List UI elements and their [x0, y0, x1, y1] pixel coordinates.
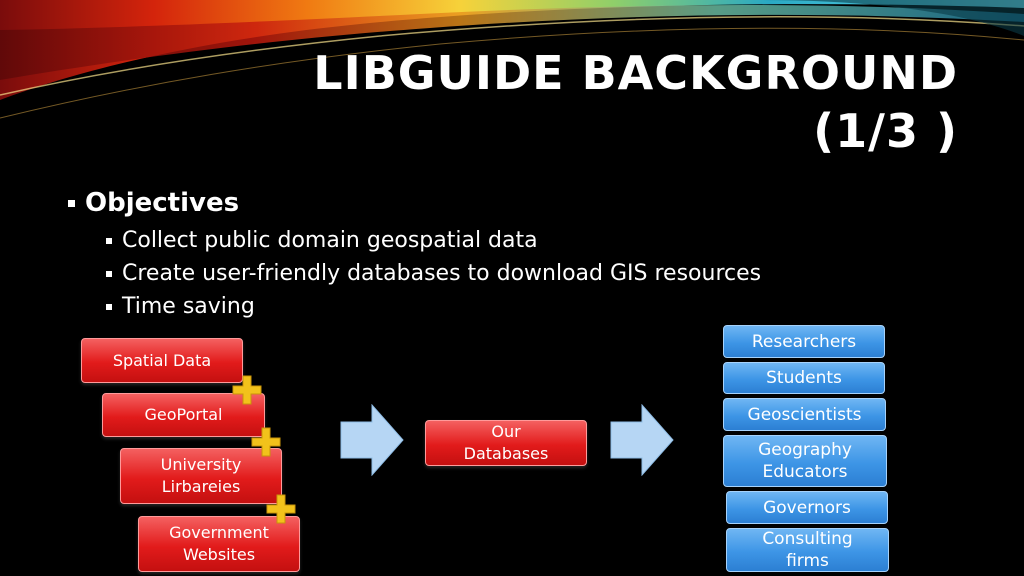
right-arrow-icon — [340, 404, 404, 476]
source-label: Spatial Data — [112, 350, 212, 370]
list-item: Collect public domain geospatial data — [106, 224, 761, 257]
plus-icon — [266, 494, 296, 524]
list-item-text: Collect public domain geospatial data — [122, 228, 538, 253]
source-label-line-1: Government — [169, 523, 269, 542]
audience-students-box: Students — [723, 362, 885, 394]
our-databases-box: Our Databases — [425, 420, 587, 466]
slide-title: LIBGUIDE BACKGROUND (1/3 ) — [313, 44, 958, 160]
list-item-text: Create user-friendly databases to downlo… — [122, 261, 762, 286]
objectives-heading: Objectives — [85, 188, 240, 218]
audience-label: Governors — [763, 497, 851, 518]
audience-geoscientists-box: Geoscientists — [723, 398, 886, 431]
list-item: Time saving — [106, 290, 761, 323]
audience-label-line-2: firms — [786, 551, 829, 571]
bullet-square-icon — [106, 303, 112, 310]
source-government-box: Government Websites — [138, 516, 300, 572]
source-label-line-1: University — [160, 455, 242, 474]
source-label-line-2: Lirbareies — [161, 477, 241, 496]
bullet-square-icon — [106, 237, 112, 244]
plus-icon — [251, 427, 281, 457]
source-geoportal-box: GeoPortal — [102, 393, 265, 437]
source-label-line-2: Websites — [182, 545, 256, 564]
bullet-square-icon — [106, 270, 112, 277]
bullet-square-icon — [68, 199, 75, 207]
objectives-heading-row: Objectives — [68, 188, 761, 218]
audience-governors-box: Governors — [726, 491, 888, 524]
audience-label-line-2: Educators — [762, 462, 848, 482]
objectives-list: Objectives Collect public domain geospat… — [68, 188, 761, 323]
title-line-1: LIBGUIDE BACKGROUND — [313, 46, 958, 100]
audience-label-line-1: Consulting — [762, 529, 853, 549]
audience-geography-educators-box: Geography Educators — [723, 435, 887, 487]
plus-icon — [232, 375, 262, 405]
source-spatial-data-box: Spatial Data — [81, 338, 243, 383]
audience-label: Researchers — [751, 331, 857, 352]
audience-label: Students — [766, 368, 842, 388]
audience-label: Geoscientists — [747, 404, 862, 425]
title-line-2: (1/3 ) — [813, 104, 958, 158]
center-label-line-1: Our — [491, 422, 521, 441]
audience-consulting-firms-box: Consulting firms — [726, 528, 889, 572]
right-arrow-icon — [610, 404, 674, 476]
audience-researchers-box: Researchers — [723, 325, 885, 358]
source-label: GeoPortal — [144, 405, 223, 424]
list-item-text: Time saving — [122, 294, 255, 319]
list-item: Create user-friendly databases to downlo… — [106, 257, 761, 290]
audience-label-line-1: Geography — [758, 440, 852, 460]
decorative-swoosh — [0, 0, 1024, 119]
center-label-line-2: Databases — [463, 444, 549, 463]
source-university-box: University Lirbareies — [120, 448, 282, 504]
